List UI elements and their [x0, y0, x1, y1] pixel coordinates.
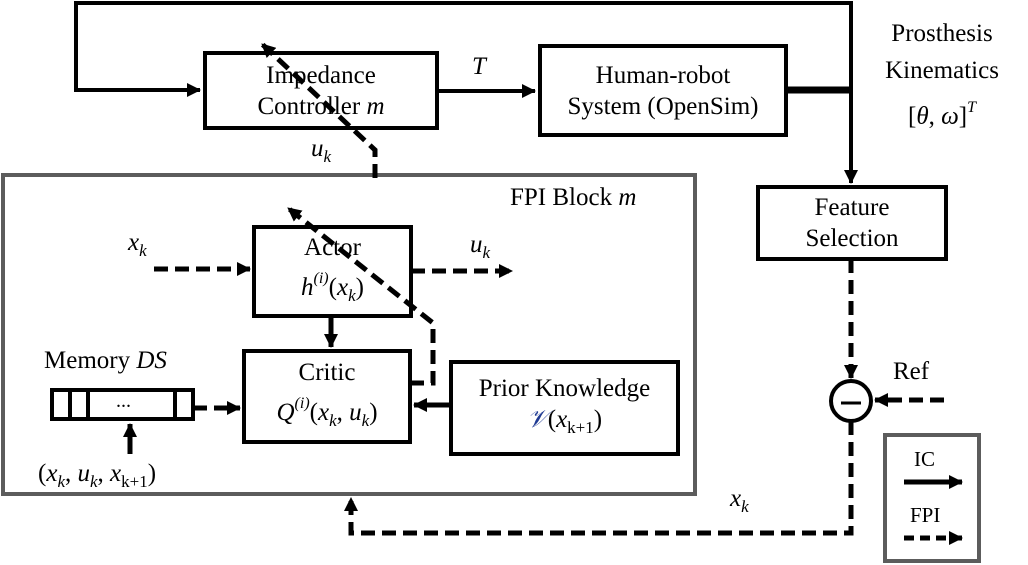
tuple-xnext: x [110, 460, 122, 487]
xk-fb-var: x [730, 485, 742, 512]
feature-selection-box[interactable] [756, 185, 948, 261]
fpi-block-frame [1, 173, 697, 496]
memory-tuple-label: (xk, uk, xk+1) [38, 459, 156, 497]
actor-function: h(i)(xk) [301, 263, 364, 311]
actor-arg: x [336, 274, 349, 301]
prior-arg: x [556, 406, 568, 433]
tuple-x: x [46, 460, 58, 487]
ref-label: Ref [893, 358, 930, 385]
paren-close: ) [369, 399, 378, 426]
tuple-comma: , [64, 460, 78, 487]
critic-arg-u-sub: k [361, 411, 370, 430]
impedance-var-m: m [366, 92, 385, 120]
bracket-close: ] [958, 103, 968, 130]
human-robot-label: Human-robot System (OpenSim) [542, 48, 784, 133]
memory-label-text: Memory [44, 347, 137, 374]
paren-open: ( [309, 399, 318, 426]
prior-knowledge-label: Prior Knowledge 𝒱(xk+1) [453, 364, 676, 452]
transpose-sup: T [967, 99, 976, 116]
theta: θ [916, 103, 929, 130]
paren-close: ) [355, 274, 364, 301]
summing-junction [829, 379, 873, 423]
uk-out-var: u [470, 231, 483, 258]
critic-arg-x-sub: k [329, 411, 337, 430]
prior-line1: Prior Knowledge [478, 375, 651, 402]
xk-feedback-label: xk [730, 484, 749, 522]
xk-input-label: xk [128, 228, 147, 266]
memory-label-var: DS [136, 347, 167, 374]
uk-out-sub: k [482, 243, 491, 262]
prior-function: 𝒱(xk+1) [527, 404, 602, 443]
tuple-x-sub: k [57, 472, 65, 491]
impedance-controller-box[interactable] [203, 51, 439, 130]
omega: ω [941, 103, 959, 130]
memory-buffer [50, 388, 195, 421]
feature-line2: Selection [805, 225, 899, 252]
legend-ic-label: IC [914, 447, 935, 471]
uk-sub: k [323, 147, 332, 166]
critic-arg-u: u [349, 399, 362, 426]
actor-label: Actor h(i)(xk) [256, 229, 409, 314]
policy-update-path [286, 206, 436, 386]
human-robot-line1: Human-robot [595, 61, 731, 89]
actor-func: h [301, 274, 314, 301]
memory-ellipsis: ... [116, 390, 131, 412]
critic-line1: Critic [298, 359, 356, 386]
feature-selection-label: Feature Selection [760, 189, 944, 257]
uk-var: u [311, 135, 324, 162]
critic-sup: (i) [294, 395, 310, 412]
uk-update-path-top [260, 42, 378, 178]
actor-sup: (i) [313, 270, 329, 287]
kinematics-line2: Kinematics [885, 57, 999, 84]
kinematics-line1: Prosthesis [891, 20, 993, 47]
paren-close: ) [593, 406, 603, 433]
xk-feedback-path [344, 421, 854, 536]
legend-box [883, 433, 981, 563]
tuple-open: ( [38, 460, 47, 487]
ic-feedback-loop [74, 1, 851, 97]
fpi-label-text: FPI Block [510, 184, 619, 211]
uk-top-label: uk [311, 134, 331, 172]
prosthesis-kinematics-label: Prosthesis Kinematics [θ, ω]T [862, 20, 1022, 130]
xk-fb-sub: k [741, 497, 749, 516]
fpi-block-label: FPI Block m [510, 183, 636, 213]
comma: , [928, 103, 942, 130]
prior-knowledge-box[interactable] [449, 360, 680, 456]
critic-arg-x: x [317, 399, 330, 426]
human-robot-box[interactable] [538, 44, 788, 137]
xk-sub: k [139, 241, 147, 260]
critic-func: Q [276, 399, 295, 426]
human-robot-line2: System (OpenSim) [567, 92, 759, 120]
impedance-controller-label: Impedance Controller m [207, 55, 435, 126]
torque-label: T [472, 53, 486, 80]
impedance-line1: Impedance [266, 61, 376, 89]
paren-open: ( [547, 406, 557, 433]
critic-box[interactable] [242, 349, 412, 444]
tuple-u: u [77, 460, 90, 487]
bracket-open: [ [908, 103, 917, 130]
actor-line1: Actor [304, 234, 361, 261]
critic-function: Q(i)(xk, uk) [276, 388, 377, 436]
impedance-line2: Controller m [257, 91, 384, 122]
uk-output-label: uk [470, 230, 490, 268]
fpi-label-var: m [618, 184, 637, 211]
tuple-xnext-sub: k+1 [121, 472, 148, 491]
kinematics-vector: [θ, ω]T [908, 89, 976, 135]
tuple-u-sub: k [89, 472, 98, 491]
memory-label: Memory DS [44, 346, 167, 376]
critic-label: Critic Q(i)(xk, uk) [246, 353, 408, 440]
xk-var: x [128, 229, 140, 256]
tuple-comma: , [97, 460, 111, 487]
prior-arg-sub: k+1 [567, 418, 594, 437]
feature-line1: Feature [814, 194, 890, 221]
comma: , [336, 399, 350, 426]
tuple-close: ) [147, 460, 157, 487]
legend-fpi-label: FPI [910, 503, 941, 527]
actor-arg-sub: k [348, 286, 356, 305]
paren-open: ( [328, 274, 337, 301]
value-func-V: 𝒱 [526, 406, 548, 433]
impedance-line2-text: Controller [257, 92, 367, 120]
